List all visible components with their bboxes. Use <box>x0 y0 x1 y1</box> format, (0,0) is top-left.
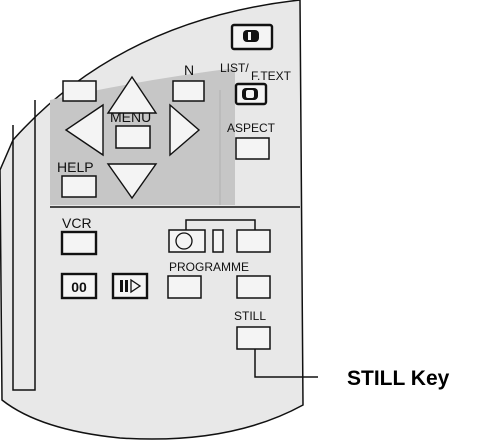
programme-up-button[interactable] <box>236 229 271 253</box>
programme-label: PROGRAMME <box>169 260 249 274</box>
button-group-bracket <box>185 219 256 230</box>
n-button[interactable] <box>172 80 205 102</box>
pause-label: 00 <box>71 279 87 295</box>
narrow-button[interactable] <box>212 229 224 253</box>
teletext-icon[interactable] <box>230 23 274 51</box>
down-arrow-icon[interactable] <box>106 163 158 200</box>
still-button[interactable] <box>236 326 271 350</box>
pause-button[interactable]: 00 <box>60 272 98 300</box>
top-left-button[interactable] <box>62 80 97 102</box>
still-label: STILL <box>234 309 266 323</box>
list-label: LIST/ <box>220 61 249 75</box>
right-arrow-icon[interactable] <box>169 103 201 157</box>
step-play-icon[interactable] <box>111 272 149 300</box>
vcr-label: VCR <box>62 215 92 231</box>
callout-leader <box>254 349 318 378</box>
help-label: HELP <box>57 159 94 175</box>
still-key-callout: STILL Key <box>347 367 450 390</box>
menu-label: MENU <box>110 109 151 125</box>
camera-icon[interactable] <box>168 229 206 253</box>
menu-button[interactable] <box>115 125 151 149</box>
aspect-button[interactable] <box>235 137 270 160</box>
left-arrow-icon[interactable] <box>64 103 104 157</box>
aspect-label: ASPECT <box>227 121 276 135</box>
help-button[interactable] <box>61 175 97 198</box>
vcr-button[interactable] <box>60 230 98 256</box>
programme-down-left-button[interactable] <box>167 275 202 299</box>
n-label: N <box>184 62 194 78</box>
remote-body <box>0 0 304 440</box>
ftext-label: F.TEXT <box>251 69 292 83</box>
up-arrow-icon[interactable] <box>106 75 158 114</box>
fastext-icon[interactable] <box>234 82 268 106</box>
programme-down-right-button[interactable] <box>236 275 271 299</box>
remote-side-bar <box>12 100 36 391</box>
